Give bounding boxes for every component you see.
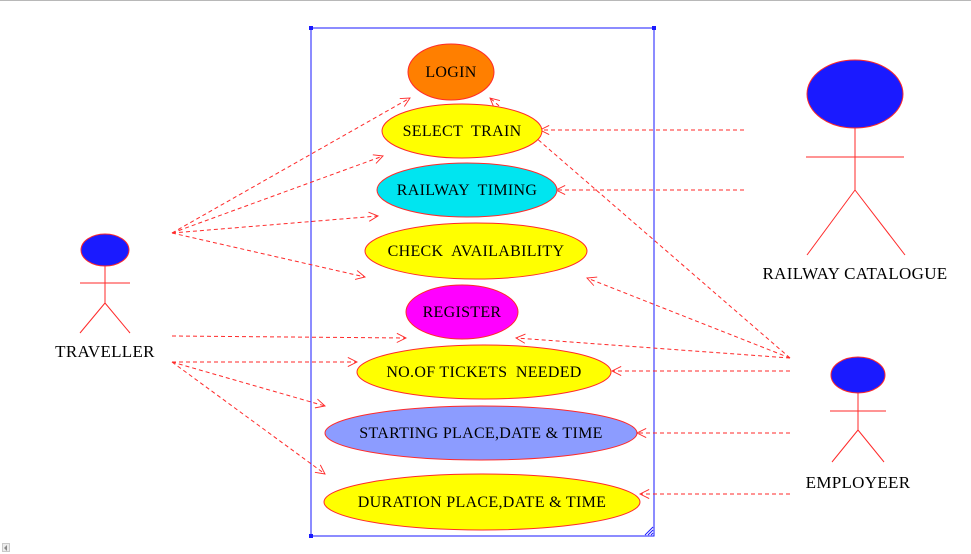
use-case-duration-place[interactable]: DURATION PLACE,DATE & TIME — [323, 473, 641, 531]
scroll-left-icon[interactable] — [2, 543, 10, 552]
boundary-handle[interactable] — [652, 26, 656, 30]
relation-arrow[interactable] — [490, 98, 791, 359]
relation-arrow[interactable] — [171, 336, 406, 338]
use-case-select-train[interactable]: SELECT TRAIN — [381, 103, 543, 159]
actor-label: TRAVELLER — [55, 342, 155, 361]
use-case-login[interactable]: LOGIN — [407, 43, 495, 101]
use-case-check-availability[interactable]: CHECK AVAILABILITY — [364, 222, 588, 280]
use-case-starting-place[interactable]: STARTING PLACE,DATE & TIME — [324, 405, 638, 461]
relation-arrow[interactable] — [171, 156, 383, 234]
actor-railway-catalogue[interactable]: RAILWAY CATALOGUE — [763, 59, 948, 283]
relation-arrow[interactable] — [516, 338, 791, 359]
use-case-label: REGISTER — [423, 304, 502, 321]
actor-label: RAILWAY CATALOGUE — [763, 264, 948, 283]
use-case-label: STARTING PLACE,DATE & TIME — [359, 425, 602, 442]
use-case-label: CHECK AVAILABILITY — [388, 243, 565, 260]
use-case-label: LOGIN — [425, 64, 476, 81]
actor-traveller[interactable]: TRAVELLER — [55, 233, 155, 361]
use-case-label: NO.OF TICKETS NEEDED — [386, 364, 581, 381]
use-case-label: SELECT TRAIN — [403, 123, 522, 140]
relation-arrow[interactable] — [171, 361, 325, 406]
actor-head — [830, 356, 886, 394]
use-case-label: DURATION PLACE,DATE & TIME — [358, 494, 606, 511]
actor-head — [80, 233, 130, 267]
relations-layer — [171, 98, 791, 494]
relation-arrow[interactable] — [171, 216, 378, 234]
boundary-handle[interactable] — [309, 26, 313, 30]
actor-label: EMPLOYEER — [806, 473, 911, 492]
relation-arrow[interactable] — [171, 361, 325, 474]
boundary-handle[interactable] — [309, 534, 313, 538]
relation-arrow[interactable] — [171, 98, 410, 234]
actor-employeer[interactable]: EMPLOYEER — [806, 356, 911, 492]
actor-head — [806, 59, 904, 129]
actor-body — [830, 393, 886, 463]
window-top-border — [0, 0, 971, 1]
use-case-register[interactable]: REGISTER — [405, 284, 519, 340]
system-boundary[interactable] — [310, 27, 655, 537]
actor-body — [806, 128, 906, 256]
actor-body — [79, 266, 131, 334]
use-case-railway-timing[interactable]: RAILWAY TIMING — [376, 162, 558, 218]
relation-arrow[interactable] — [171, 232, 365, 277]
use-case-no-of-tickets[interactable]: NO.OF TICKETS NEEDED — [356, 344, 612, 400]
use-case-label: RAILWAY TIMING — [397, 182, 538, 199]
relation-arrow[interactable] — [587, 278, 791, 359]
resize-grip-icon[interactable] — [644, 526, 654, 536]
